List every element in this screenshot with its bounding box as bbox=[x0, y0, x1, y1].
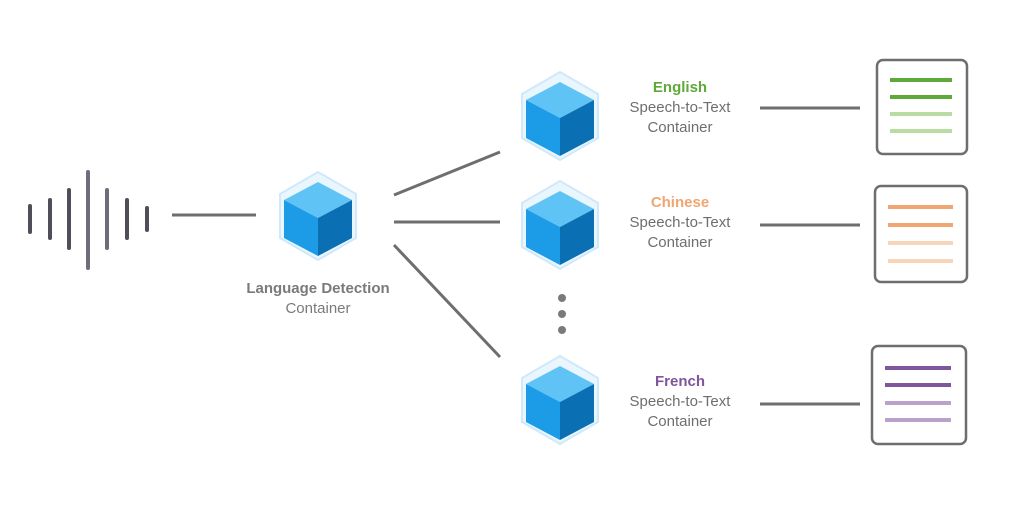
english-document-icon bbox=[875, 58, 969, 156]
chinese-cube-icon bbox=[521, 180, 599, 270]
french-cube-icon bbox=[521, 355, 599, 445]
chinese-line2: Container bbox=[647, 234, 713, 251]
french-label: French Speech-to-Text Container bbox=[610, 372, 750, 432]
audio-wave-icon bbox=[28, 170, 149, 270]
detector-title: Language Detection bbox=[246, 280, 390, 297]
connector-lines bbox=[172, 106, 860, 406]
ellipsis-dots-icon bbox=[558, 294, 566, 334]
chinese-line1: Speech-to-Text bbox=[629, 214, 731, 231]
english-line2: Container bbox=[647, 119, 713, 136]
french-document-icon bbox=[870, 344, 968, 446]
connector-detector-to-french bbox=[392, 243, 502, 359]
english-language: English bbox=[652, 79, 708, 96]
french-language: French bbox=[654, 373, 705, 390]
detector-label: Language Detection Container bbox=[238, 279, 398, 319]
chinese-language: Chinese bbox=[650, 194, 710, 211]
french-line1: Speech-to-Text bbox=[629, 393, 731, 410]
english-line1: Speech-to-Text bbox=[629, 99, 731, 116]
detector-subtitle: Container bbox=[285, 300, 351, 317]
chinese-label: Chinese Speech-to-Text Container bbox=[610, 193, 750, 253]
english-cube-icon bbox=[521, 71, 599, 161]
connector-detector-to-english bbox=[393, 150, 501, 197]
french-line2: Container bbox=[647, 413, 713, 430]
detector-cube-icon bbox=[279, 171, 357, 261]
chinese-document-icon bbox=[873, 184, 969, 284]
english-label: English Speech-to-Text Container bbox=[610, 78, 750, 138]
